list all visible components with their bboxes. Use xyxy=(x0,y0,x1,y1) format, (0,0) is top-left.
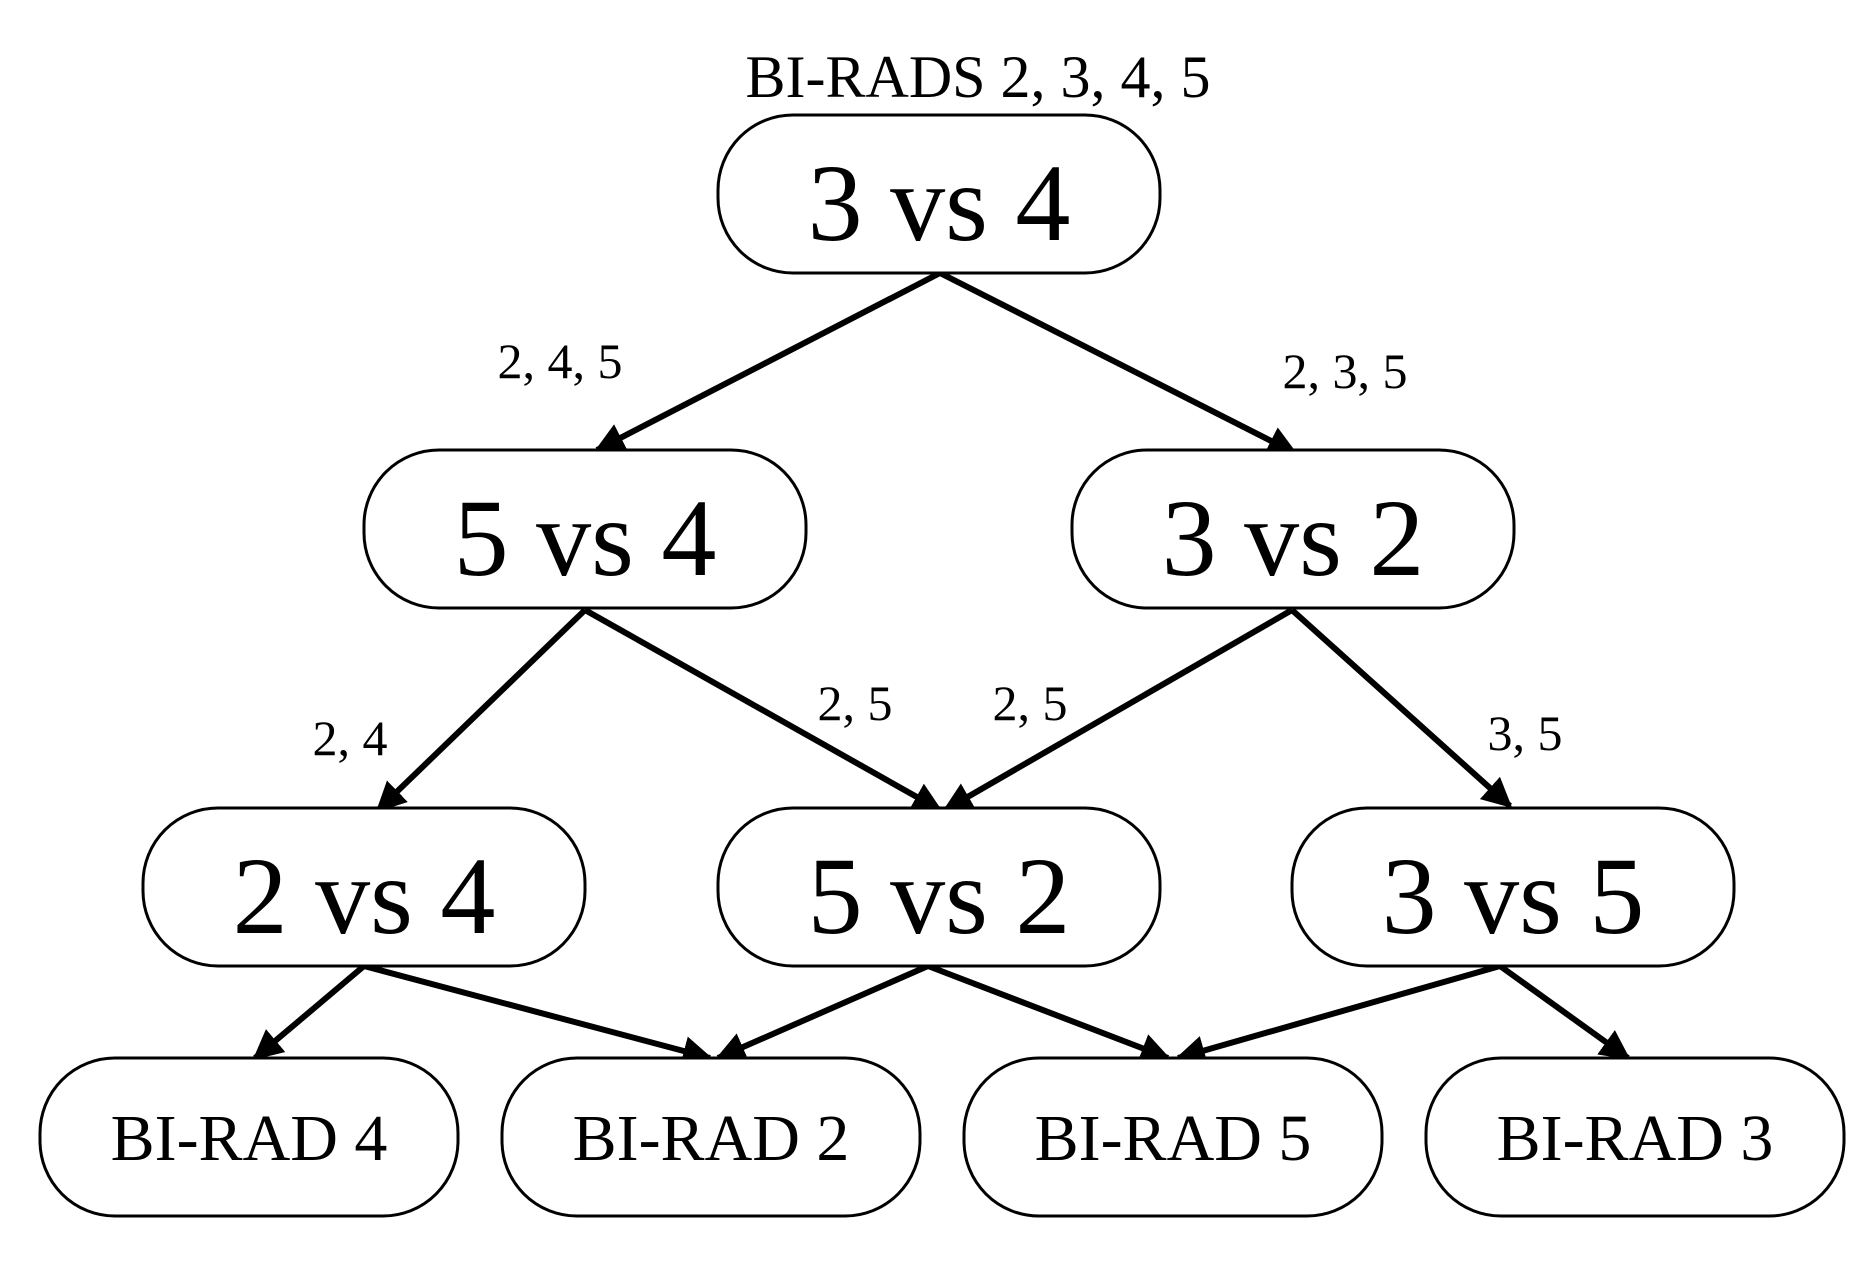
edge-label-3-5: 3, 5 xyxy=(1488,705,1563,761)
node-2-vs-4: 2 vs 4 xyxy=(141,806,587,968)
edge-54-to-24 xyxy=(375,607,588,813)
edge-24-to-leaf2 xyxy=(363,963,713,1066)
node-3-vs-4: 3 vs 4 xyxy=(716,113,1162,275)
edge-35-to-leaf3 xyxy=(1498,963,1631,1061)
edge-label-2-4-5: 2, 4, 5 xyxy=(498,333,623,389)
leaf-bi-rad-3: BI-RAD 3 xyxy=(1424,1056,1846,1218)
node-3-vs-2: 3 vs 2 xyxy=(1070,448,1516,610)
edge-32-to-35 xyxy=(1289,607,1513,809)
edge-32-to-52 xyxy=(942,607,1294,813)
node-label: 5 vs 4 xyxy=(454,477,717,599)
edge-label-2-4: 2, 4 xyxy=(313,710,388,766)
edge-label-2-5-right: 2, 5 xyxy=(993,675,1068,731)
leaf-label: BI-RAD 2 xyxy=(573,1102,850,1175)
leaf-label: BI-RAD 3 xyxy=(1497,1102,1774,1175)
leaf-bi-rad-2: BI-RAD 2 xyxy=(500,1056,922,1218)
leaf-bi-rad-5: BI-RAD 5 xyxy=(962,1056,1384,1218)
edge-54-to-52 xyxy=(583,607,943,813)
edge-24-to-leaf4 xyxy=(252,963,366,1061)
node-5-vs-2: 5 vs 2 xyxy=(716,806,1162,968)
node-label: 3 vs 5 xyxy=(1382,835,1645,957)
edge-52-to-leaf2 xyxy=(715,963,930,1061)
leaf-label: BI-RAD 5 xyxy=(1035,1102,1312,1175)
leaf-label: BI-RAD 4 xyxy=(111,1102,388,1175)
edge-label-2-3-5: 2, 3, 5 xyxy=(1283,343,1408,399)
node-label: 5 vs 2 xyxy=(808,835,1071,957)
edges xyxy=(252,270,1631,1066)
node-5-vs-4: 5 vs 4 xyxy=(362,448,808,610)
edge-label-2-5-left: 2, 5 xyxy=(818,675,893,731)
leaf-bi-rad-4: BI-RAD 4 xyxy=(38,1056,460,1218)
edge-34-to-32 xyxy=(938,270,1298,456)
node-label: 2 vs 4 xyxy=(233,835,496,957)
node-label: 3 vs 4 xyxy=(808,142,1071,264)
edge-34-to-54 xyxy=(594,270,942,453)
node-label: 3 vs 2 xyxy=(1162,477,1425,599)
edge-35-to-leaf5 xyxy=(1175,963,1501,1066)
node-3-vs-5: 3 vs 5 xyxy=(1290,806,1736,968)
root-label: BI-RADS 2, 3, 4, 5 xyxy=(745,44,1210,110)
edge-52-to-leaf5 xyxy=(926,963,1171,1063)
